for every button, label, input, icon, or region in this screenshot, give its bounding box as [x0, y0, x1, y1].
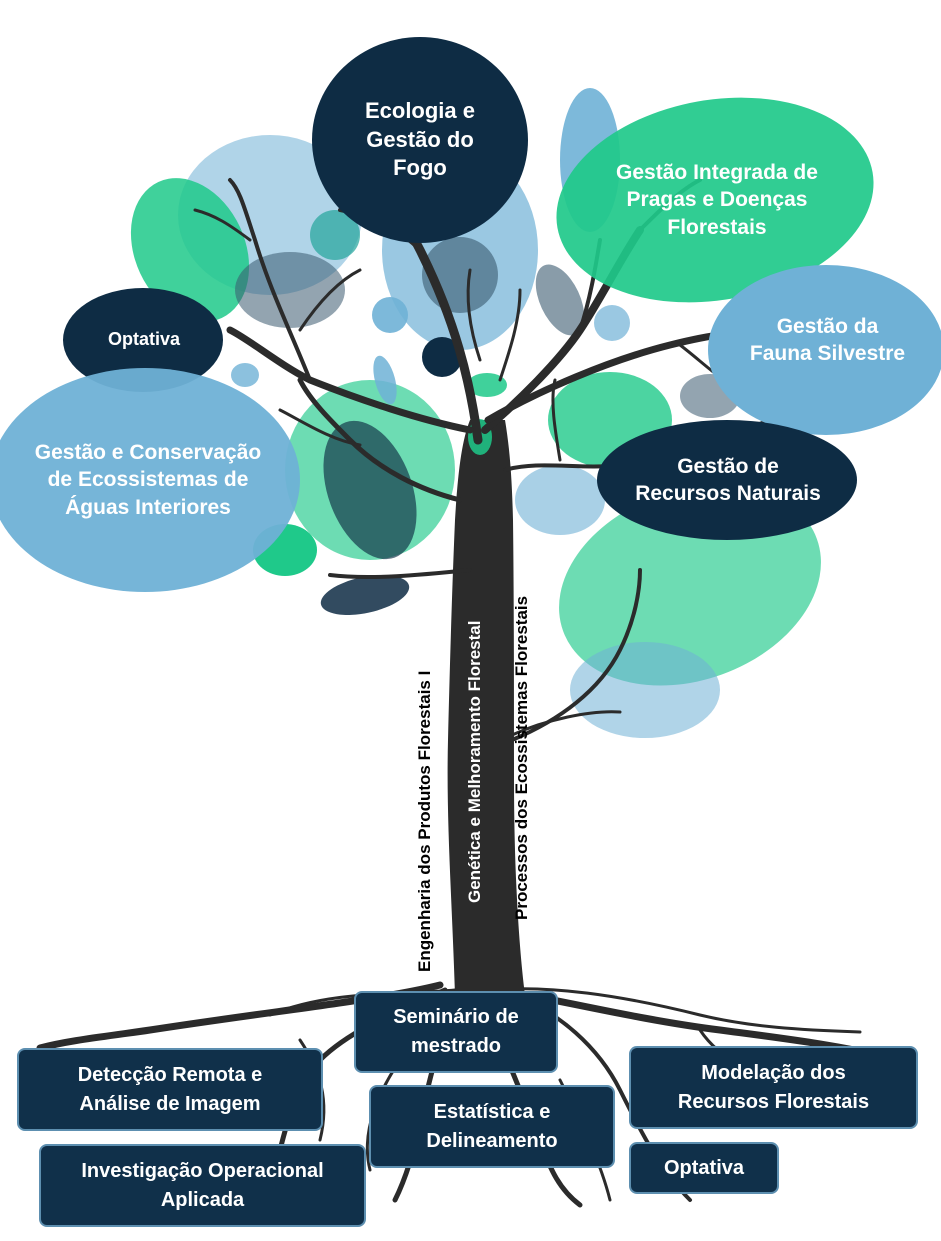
blob-gestao-ecossistemas: [0, 368, 300, 592]
box-seminario-mestrado: Seminário de mestrado: [354, 991, 558, 1073]
box-investigacao-operacional: Investigação Operacional Aplicada: [39, 1144, 366, 1227]
blob-gestao-pragas: [556, 97, 874, 303]
label-gestao-fauna: Gestão da Fauna Silvestre: [749, 314, 906, 365]
blob-recursos-naturais: [597, 420, 857, 540]
label-genetica-melhoramento: Genética e Melhoramento Florestal: [465, 620, 484, 903]
label-processos-ecossistemas: Processos dos Ecossistemas Florestais: [512, 595, 531, 920]
tree-trunk: [447, 420, 525, 995]
label-optativa-top: Optativa: [107, 329, 181, 350]
blob-optativa-top: [63, 288, 223, 392]
label-gestao-pragas: Gestão Integrada de Pragas e Doenças Flo…: [616, 161, 818, 239]
blob-gestao-fauna: [708, 265, 941, 435]
box-modelacao-recursos: Modelação dos Recursos Florestais: [629, 1046, 918, 1129]
label-gestao-ecossistemas: Gestão e Conservação de Ecossistemas de …: [34, 441, 262, 519]
blob-ecologia-fogo: [312, 37, 528, 243]
label-recursos-naturais: Gestão de Recursos Naturais: [635, 454, 821, 505]
box-optativa-bottom: Optativa: [629, 1142, 779, 1194]
box-estatistica-delineamento: Estatística e Delineamento: [369, 1085, 615, 1168]
box-deteccao-remota: Detecção Remota e Análise de Imagem: [17, 1048, 323, 1131]
label-ecologia-fogo: Ecologia e Gestão do Fogo: [364, 98, 476, 181]
label-engenharia-produtos: Engenharia dos Produtos Florestais I: [415, 670, 434, 972]
